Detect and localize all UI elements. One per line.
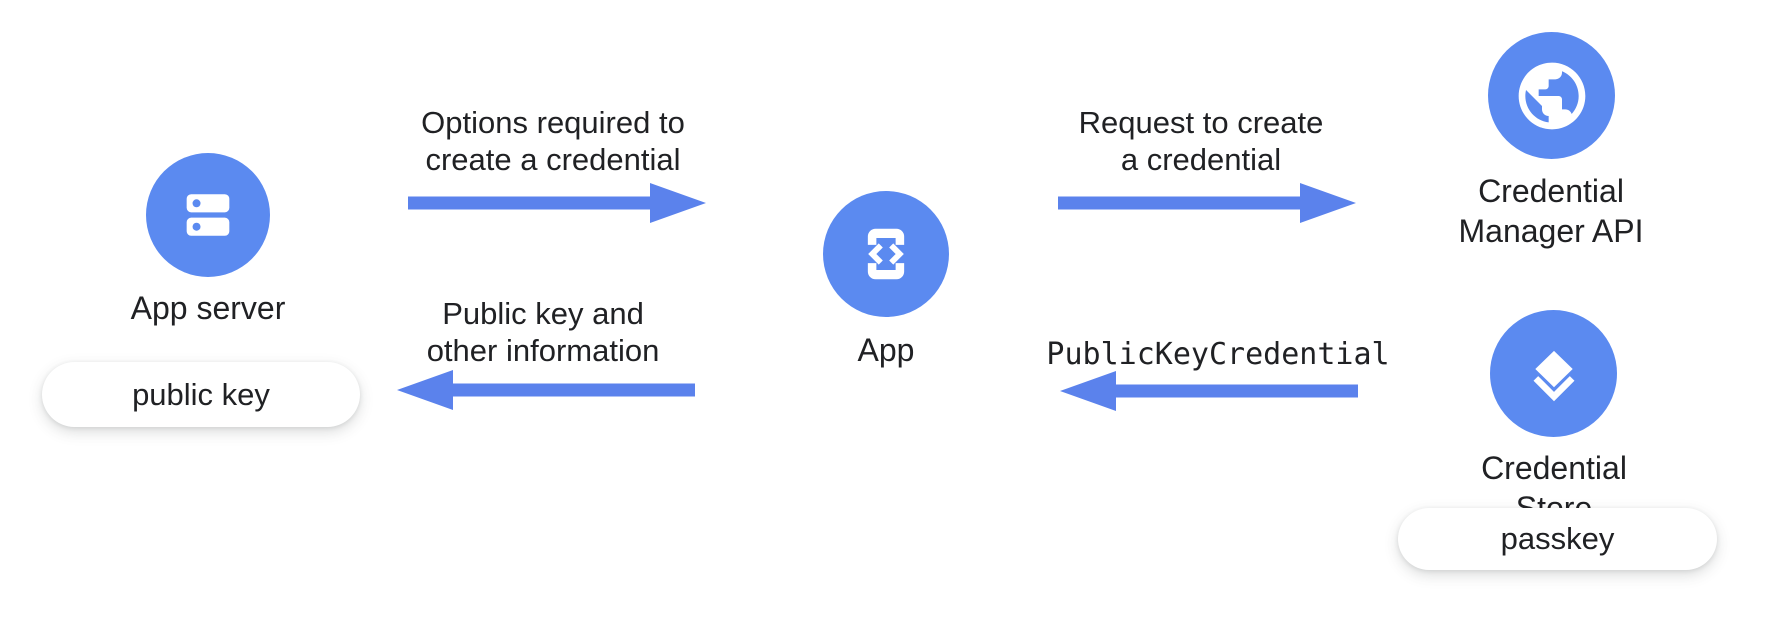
globe-icon xyxy=(1518,62,1585,129)
app-server-label: App server xyxy=(130,290,286,326)
arrow-right-request-icon xyxy=(1058,183,1356,223)
app-server-node xyxy=(146,153,270,277)
app-label: App xyxy=(857,332,915,368)
arrow-label-request-create: Request to create a credential xyxy=(1078,105,1324,177)
arrow-label-public-key-info: Public key and other information xyxy=(426,296,660,368)
arrow-label-options: Options required to create a credential xyxy=(421,105,685,177)
credential-manager-label: Credential Manager API xyxy=(1458,173,1644,249)
public-key-pill-label: public key xyxy=(132,376,270,412)
layers-icon xyxy=(1533,350,1574,401)
credential-store-node xyxy=(1490,310,1617,437)
passkey-pill-label: passkey xyxy=(1500,521,1615,556)
server-icon xyxy=(186,194,230,236)
passkey-pill: passkey xyxy=(1398,508,1717,570)
credential-manager-node xyxy=(1488,32,1615,159)
app-node xyxy=(823,191,949,317)
arrow-left-publickeycredential-icon xyxy=(1060,371,1358,411)
public-key-pill: public key xyxy=(42,362,360,427)
arrow-left-public-key-icon xyxy=(397,370,695,410)
arrow-label-publickeycredential: PublicKeyCredential xyxy=(1046,337,1390,372)
phone-code-icon xyxy=(867,228,905,280)
arrow-right-options-icon xyxy=(408,183,706,223)
